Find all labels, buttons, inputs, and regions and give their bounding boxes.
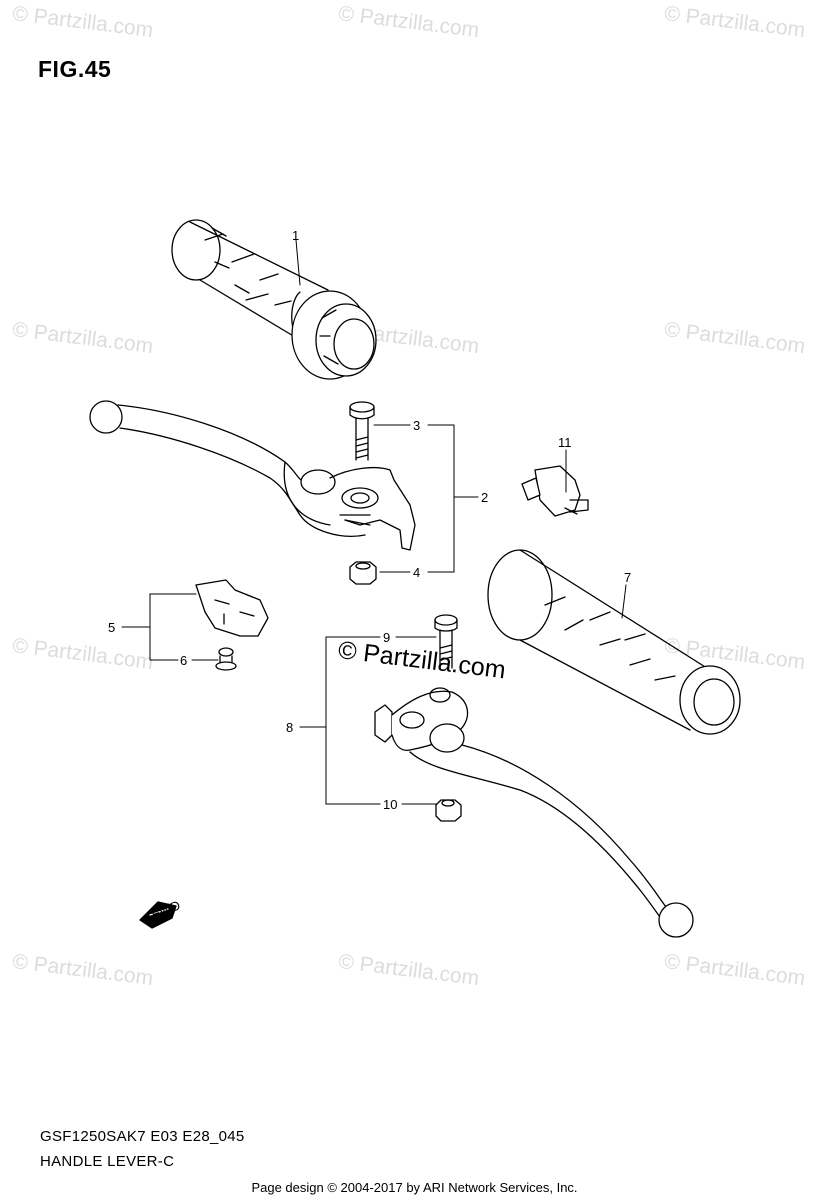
bolt-3[interactable]: [349, 401, 375, 461]
figure-title: FIG.45: [38, 56, 112, 82]
callout-4: 4: [413, 565, 420, 580]
switch-11[interactable]: [521, 465, 589, 517]
nut-4[interactable]: [349, 561, 377, 585]
callout-leaders: [121, 239, 627, 805]
callout-1: 1: [292, 228, 299, 243]
grip-left[interactable]: [171, 219, 377, 380]
callout-3: 3: [413, 418, 420, 433]
diagram-code: GSF1250SAK7 E03 E28_045: [40, 1128, 245, 1145]
brake-lever-upper[interactable]: [89, 400, 416, 551]
callout-7: 7: [624, 570, 631, 585]
callout-11: 11: [558, 435, 572, 450]
callout-10: 10: [383, 797, 397, 812]
callout-5: 5: [108, 620, 115, 635]
callout-8: 8: [286, 720, 293, 735]
grip-right[interactable]: [487, 549, 741, 735]
fwd-arrow: [139, 901, 177, 929]
callout-9: 9: [383, 630, 390, 645]
page-footer: Page design © 2004-2017 by ARI Network S…: [251, 1180, 578, 1195]
nut-10[interactable]: [435, 799, 462, 822]
bolt-9[interactable]: [434, 614, 458, 669]
callout-2: 2: [481, 490, 488, 505]
switch-5[interactable]: [195, 579, 269, 637]
diagram-name: HANDLE LEVER-C: [40, 1153, 175, 1170]
screw-6[interactable]: [215, 647, 237, 671]
callout-6: 6: [180, 653, 187, 668]
clutch-lever-lower[interactable]: [374, 687, 694, 938]
